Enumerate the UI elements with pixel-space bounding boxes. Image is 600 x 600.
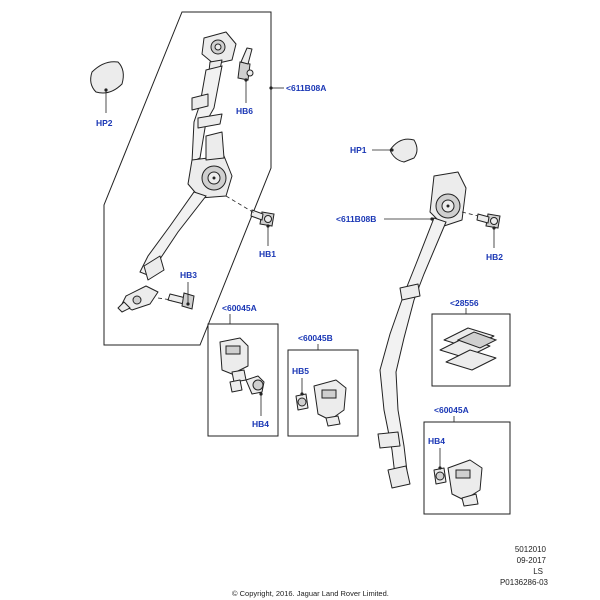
label-hb1: HB1 (259, 249, 276, 259)
label-hb4-1: HB4 (252, 419, 269, 429)
label-60045a-1: <60045A (222, 303, 257, 313)
rear-seat-belt-assembly: HP1 <611B08B HB2 (336, 138, 503, 489)
drawing-initials: LS (533, 567, 543, 576)
label-611b08a: <611B08A (286, 83, 326, 93)
label-60045a-2: <60045A (434, 405, 469, 415)
label-611b08b: <611B08B (336, 214, 376, 224)
label-hb4-2: HB4 (428, 436, 445, 446)
label-hb2: HB2 (486, 252, 503, 262)
copyright-notice: © Copyright, 2016. Jaguar Land Rover Lim… (232, 589, 389, 598)
label-hp2: HP2 (96, 118, 113, 128)
drawing-date: 09-2017 (517, 556, 547, 565)
drawing-reference: P0136286-03 (500, 578, 549, 587)
front-seat-belt-assembly: HP2 HB6 <611B08A HB1 HB3 (90, 11, 326, 346)
buckle-box-60045b: <60045B HB5 (287, 333, 359, 437)
drawing-code: 5012010 (515, 545, 547, 554)
label-60045b: <60045B (298, 333, 333, 343)
label-28556: <28556 (450, 298, 479, 308)
buckle-box-60045a-left: <60045A HB4 (207, 303, 279, 437)
kit-box-28556: <28556 (431, 298, 511, 387)
footer-info: 5012010 09-2017 LS P0136286-03 © Copyrig… (232, 545, 549, 598)
label-hp1: HP1 (350, 145, 367, 155)
label-hb5: HB5 (292, 366, 309, 376)
label-hb3: HB3 (180, 270, 197, 280)
label-hb6: HB6 (236, 106, 253, 116)
buckle-box-60045a-right: <60045A HB4 (423, 405, 511, 515)
assembly-frame-a (103, 11, 272, 346)
